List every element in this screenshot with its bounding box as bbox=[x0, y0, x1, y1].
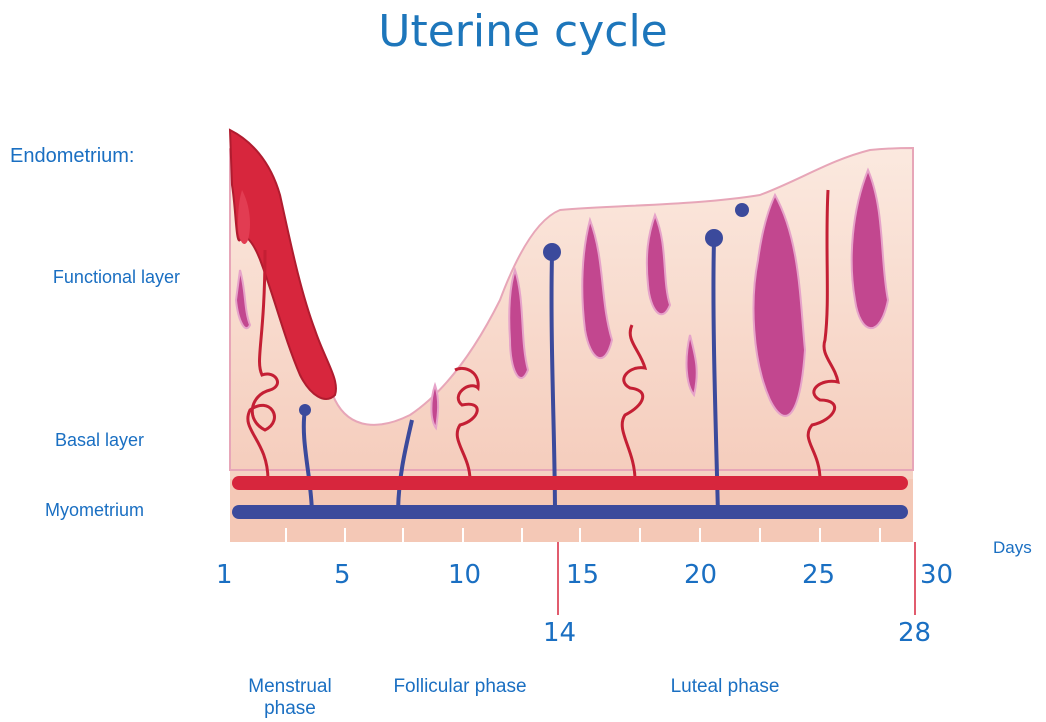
basal-artery bbox=[232, 476, 908, 490]
endometrium-label: Endometrium: bbox=[10, 145, 135, 168]
basal-layer-label: Basal layer bbox=[55, 430, 144, 451]
menstrual-phase-label: Menstrual phase bbox=[225, 676, 355, 720]
tick-label-10: 10 bbox=[448, 560, 481, 590]
functional-layer-label: Functional layer bbox=[40, 265, 180, 290]
follicular-phase-label: Follicular phase bbox=[370, 676, 550, 698]
functional-layer bbox=[230, 148, 913, 470]
luteal-phase-label: Luteal phase bbox=[640, 676, 810, 698]
tick-label-1: 1 bbox=[216, 560, 233, 590]
tick-label-15: 15 bbox=[566, 560, 599, 590]
marker-label-28: 28 bbox=[898, 618, 931, 648]
myometrium-label: Myometrium bbox=[45, 500, 144, 521]
tick-label-30: 30 bbox=[920, 560, 953, 590]
tick-label-25: 25 bbox=[802, 560, 835, 590]
days-label: Days bbox=[993, 538, 1032, 558]
basal-vein bbox=[232, 505, 908, 519]
tick-label-20: 20 bbox=[684, 560, 717, 590]
tick-label-5: 5 bbox=[334, 560, 351, 590]
marker-label-14: 14 bbox=[543, 618, 576, 648]
